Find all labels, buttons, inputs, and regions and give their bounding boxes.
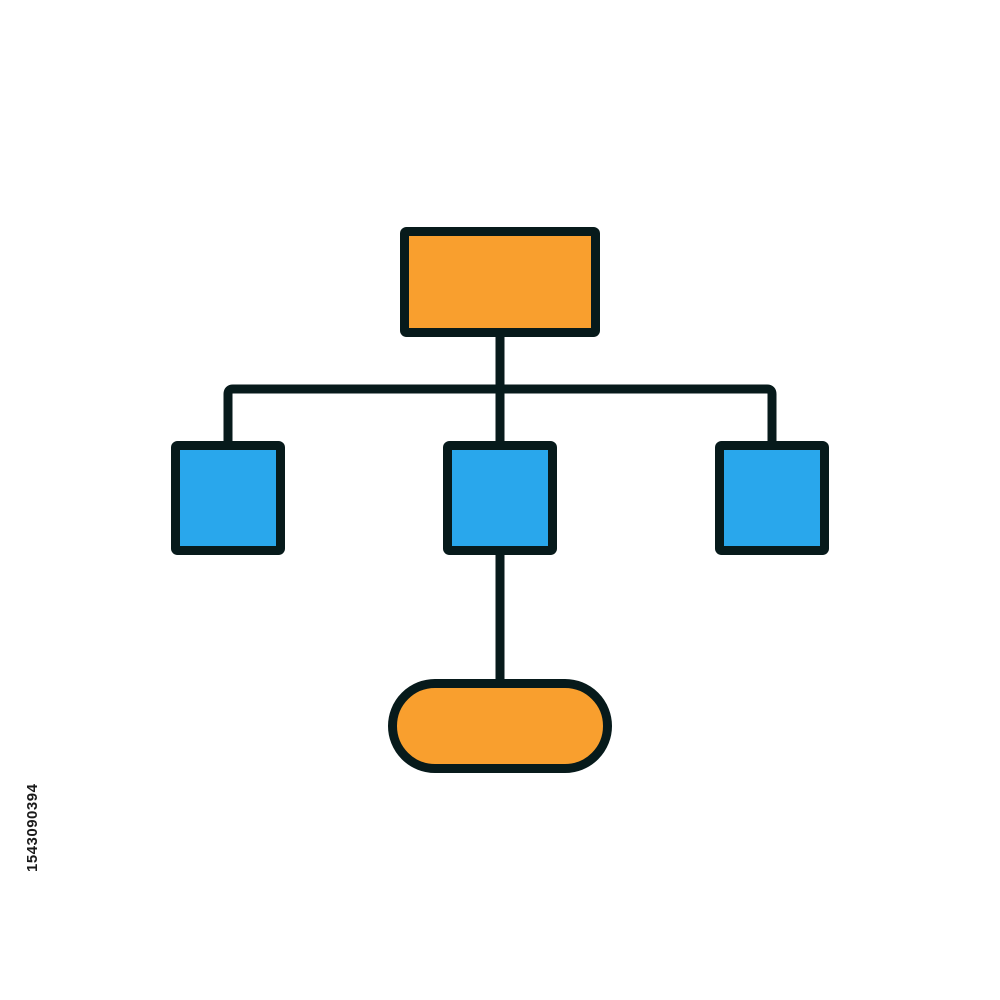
child-node-middle xyxy=(443,441,557,555)
horizontal-bus-connector xyxy=(223,384,777,451)
root-node xyxy=(400,227,600,337)
child-node-left xyxy=(171,441,285,555)
terminal-node xyxy=(388,679,612,773)
stock-id-watermark: 1543090394 xyxy=(24,783,41,872)
connector-lines xyxy=(223,327,777,688)
child-node-right xyxy=(715,441,829,555)
